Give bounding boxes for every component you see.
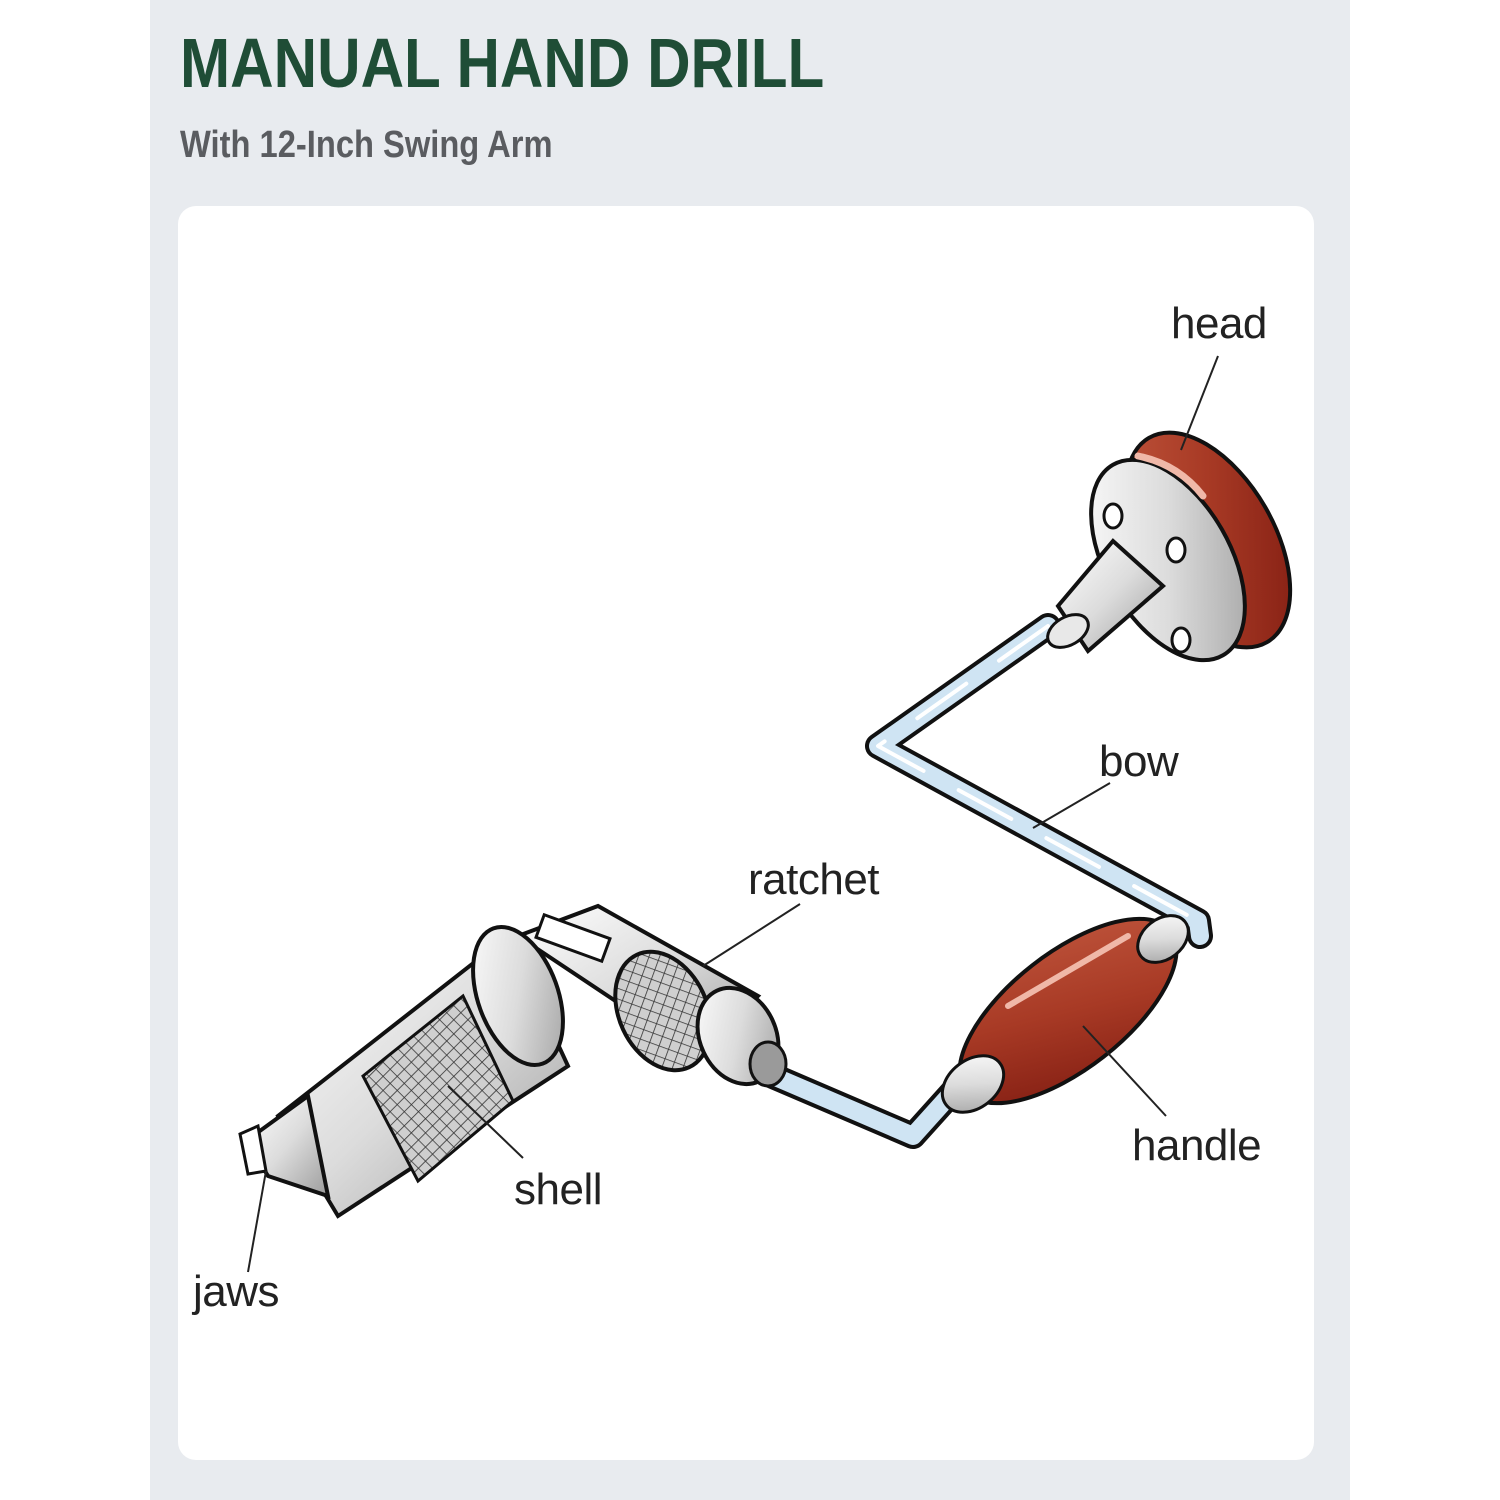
label-bow: bow (1099, 737, 1179, 786)
page-title: MANUAL HAND DRILL (180, 24, 825, 102)
hand-drill-illustration (238, 355, 1293, 1273)
shell-chuck (238, 924, 571, 1219)
label-handle: handle (1132, 1121, 1262, 1170)
label-shell: shell (514, 1165, 603, 1214)
ratchet-assembly (513, 903, 788, 1088)
label-ratchet: ratchet (748, 855, 880, 904)
page-subtitle: With 12-Inch Swing Arm (180, 124, 553, 166)
head-knob (1046, 430, 1293, 663)
background-panel: MANUAL HAND DRILL With 12-Inch Swing Arm (150, 0, 1350, 1500)
handle-grip (940, 914, 1190, 1114)
leader-lines (247, 355, 1219, 1273)
diagram-card: head bow ratchet handle shell jaws (178, 206, 1314, 1460)
label-head: head (1171, 299, 1267, 348)
label-jaws: jaws (193, 1267, 280, 1316)
